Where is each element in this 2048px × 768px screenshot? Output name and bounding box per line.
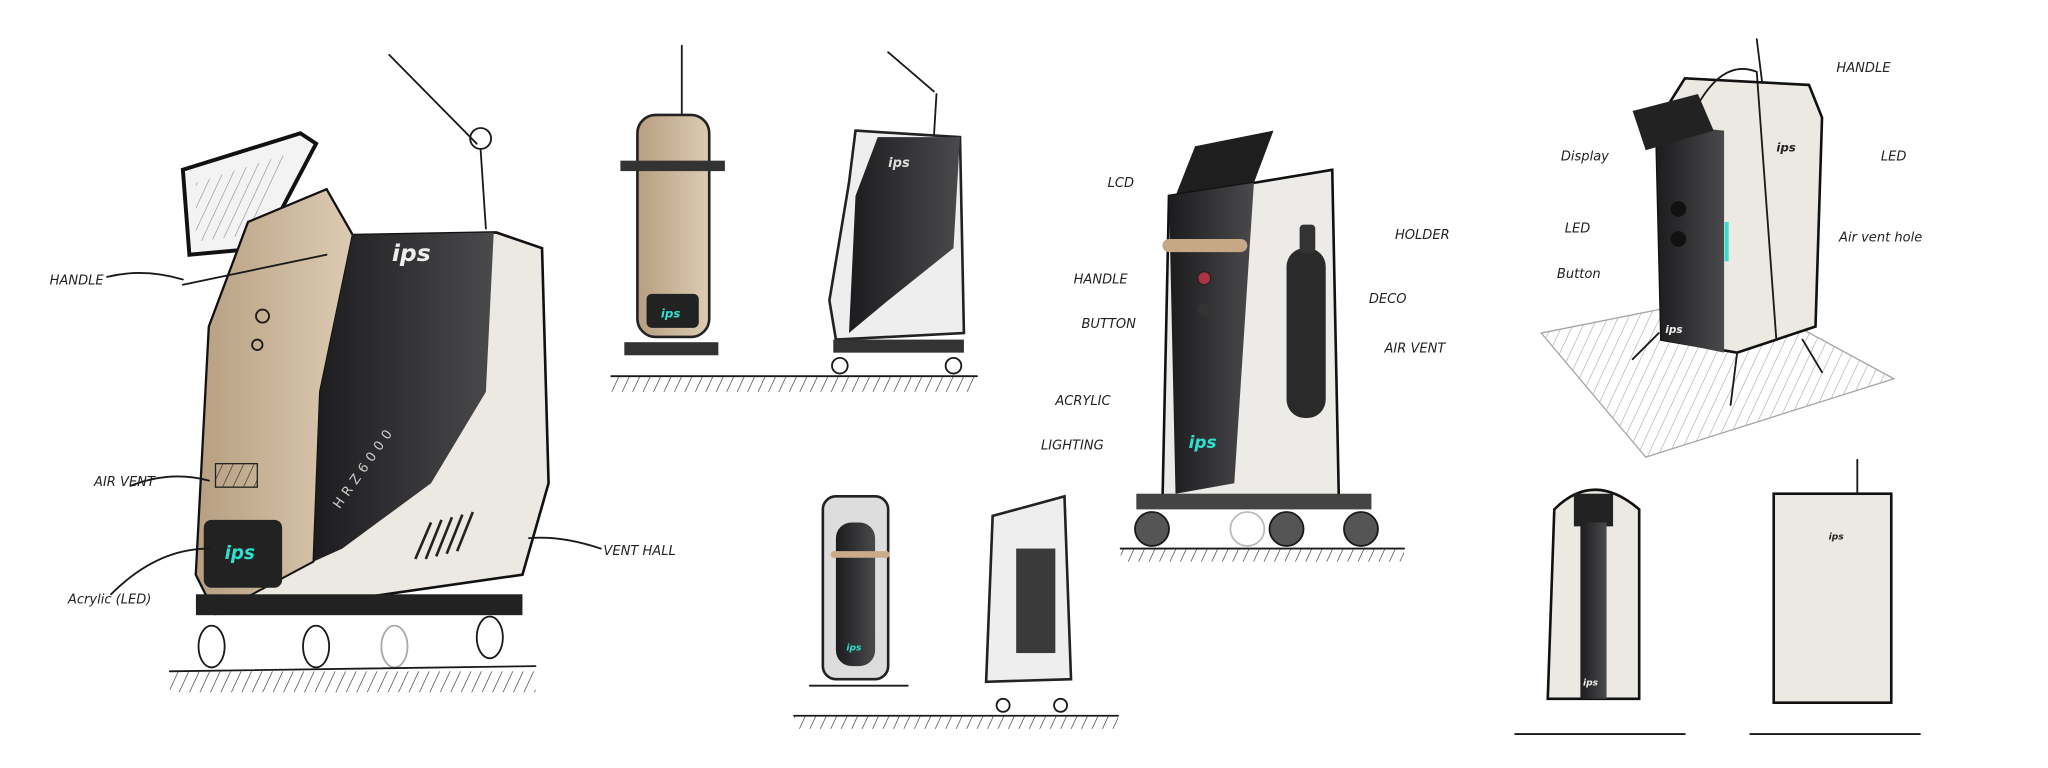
svg-text:ips: ips: [661, 306, 680, 320]
center-handle: [1162, 239, 1248, 253]
svg-text:ips: ips: [1583, 679, 1599, 689]
dark-side-panel: [313, 232, 494, 562]
handpiece-arm: [388, 53, 478, 145]
label-led-2: LED: [1881, 150, 1907, 165]
button: [251, 338, 264, 351]
ground-line: [168, 665, 537, 673]
base: [195, 594, 523, 616]
label-holder: HOLDER: [1395, 228, 1450, 243]
label-acrylic-led: Acrylic (LED): [67, 592, 152, 607]
label-air-vent: AIR VENT: [93, 475, 156, 490]
label-lighting: LIGHTING: [1041, 438, 1104, 453]
air-vent: [214, 463, 258, 488]
svg-text:ips: ips: [1189, 433, 1217, 453]
label-handle: HANDLE: [1074, 272, 1129, 287]
right-perspective-sketch: ips ips Display LED Button HANDLE LED Ai…: [1514, 38, 1922, 735]
label-deco: DECO: [1369, 292, 1407, 307]
svg-text:ips: ips: [1665, 324, 1682, 336]
lcd-screen: [1175, 130, 1274, 196]
arm-joint: [469, 127, 493, 150]
svg-text:ips: ips: [1829, 532, 1845, 542]
label-handle: HANDLE: [1836, 61, 1891, 76]
vent-hall: [414, 511, 475, 560]
svg-text:ips: ips: [1776, 141, 1795, 155]
holder: [1299, 224, 1316, 254]
led-logo: ips: [225, 543, 255, 564]
center-casters: [1134, 511, 1379, 547]
display: [1632, 94, 1714, 151]
label-air-vent: AIR VENT: [1383, 342, 1446, 357]
label-lcd: LCD: [1108, 176, 1134, 191]
label-vent-hall: VENT HALL: [603, 544, 675, 559]
label-button: BUTTON: [1081, 317, 1136, 332]
acrylic-led-panel: [203, 519, 283, 588]
label-display: Display: [1561, 150, 1609, 165]
svg-text:ips: ips: [846, 643, 862, 653]
orthographic-views-top: ips ips: [610, 44, 978, 392]
acrylic-front: [1168, 182, 1254, 494]
label-acrylic: ACRYLIC: [1054, 394, 1111, 409]
label-air-vent-hole: Air vent hole: [1838, 231, 1922, 246]
air-vent-slot: [1286, 248, 1326, 418]
handle-strap: [1697, 68, 1778, 341]
casters: [197, 615, 504, 669]
beige-front-panel: [194, 188, 354, 616]
orthographic-views-bottom: ips: [793, 494, 1119, 729]
main-perspective-sketch: ips ips HRZ6000 HANDLE AIR VENT Acrylic …: [50, 53, 676, 693]
label-handle: HANDLE: [50, 274, 105, 289]
label-button: Button: [1557, 267, 1601, 282]
svg-text:ips: ips: [888, 156, 910, 171]
center-annotated-sketch: ips LCD HOLDER HANDLE DECO BUTTON AIR VE…: [1041, 130, 1450, 562]
button: [255, 308, 270, 324]
handle-bar: [181, 253, 328, 286]
side-logo: ips: [392, 239, 431, 267]
label-led: LED: [1565, 221, 1591, 236]
small-side-view: [1772, 492, 1893, 704]
